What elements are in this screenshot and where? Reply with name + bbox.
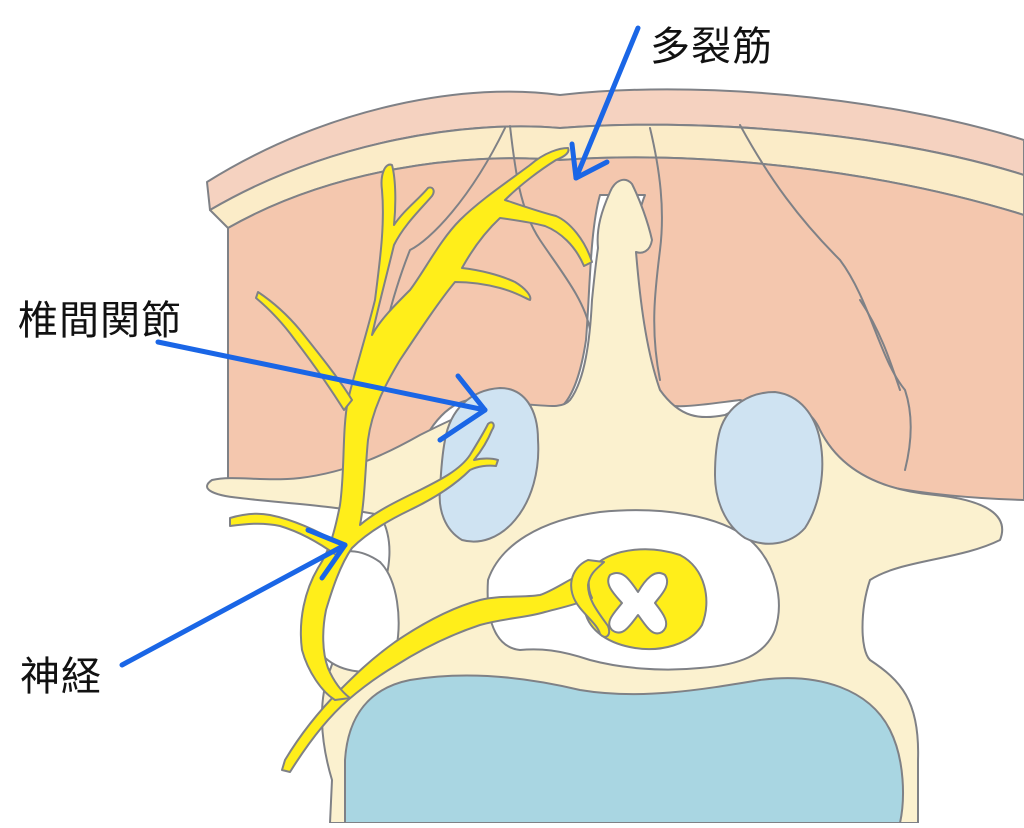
nerve-main-branch bbox=[299, 147, 593, 701]
facet-joint-arrow-line bbox=[155, 339, 488, 413]
intervertebral-disc bbox=[344, 674, 904, 824]
label-facet-joint: 椎間関節 bbox=[18, 298, 182, 344]
nerve-arrowhead bbox=[305, 527, 348, 581]
facet-joint-arrowhead bbox=[437, 373, 488, 443]
nerve-root bbox=[281, 569, 593, 773]
multifidus-arrow-line bbox=[573, 25, 641, 181]
multifidus-arrowhead bbox=[569, 141, 610, 181]
nerve-arrow-line bbox=[119, 542, 348, 668]
label-multifidus: 多裂筋 bbox=[650, 24, 773, 70]
nerve-medial-branch bbox=[255, 291, 353, 411]
facet-joint-right bbox=[714, 391, 824, 545]
vertebra bbox=[206, 178, 1004, 824]
label-nerve: 神経 bbox=[20, 654, 102, 700]
nerve-root-sheath bbox=[570, 559, 611, 638]
muscle-fascia-far-right bbox=[859, 299, 901, 391]
muscle-fascia-mid-left bbox=[509, 125, 591, 331]
muscle-fascia-mid-right bbox=[649, 127, 663, 381]
spinal-cord-gray-matter bbox=[607, 572, 669, 635]
